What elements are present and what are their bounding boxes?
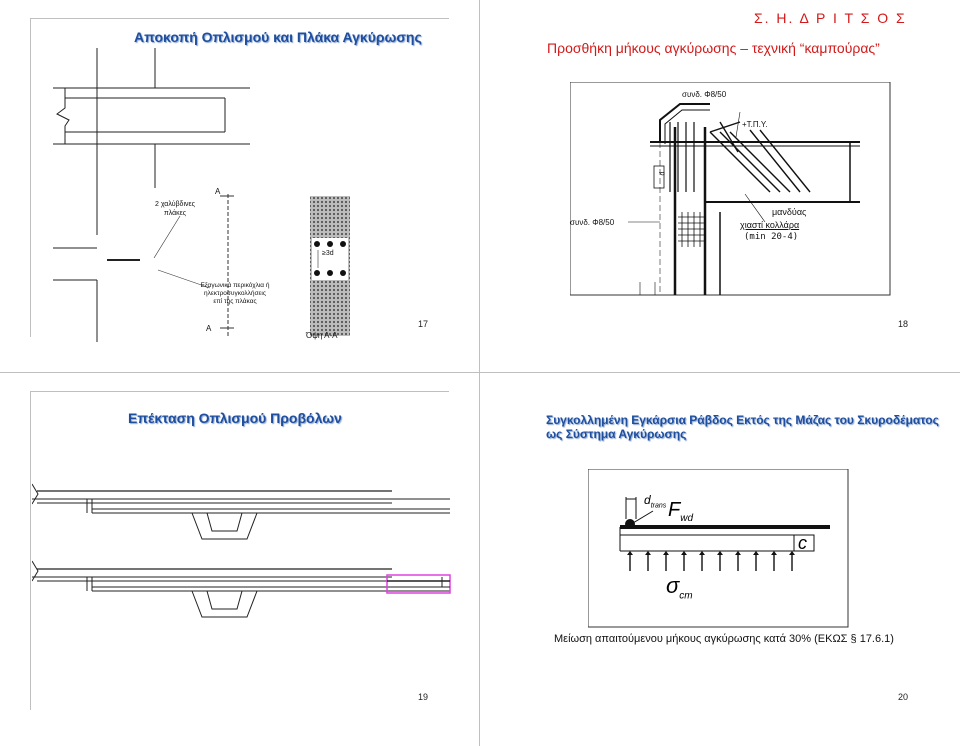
label-weld-line-1: Εξαγωνικά περικόχλια ή <box>200 282 270 289</box>
label-d-trans-d: d <box>644 493 651 507</box>
label-section-a-top: A <box>215 187 221 196</box>
label-f: F <box>668 499 681 521</box>
anchor-plate-detail <box>140 188 398 344</box>
hump-technique-drawing <box>570 82 891 296</box>
page-number-20: 20 <box>898 692 909 702</box>
label-d: d <box>659 171 667 176</box>
label-sleeves: μανδύας <box>772 207 807 217</box>
slide-20-caption: Μείωση απαιτούμενου μήκους αγκύρωσης κατ… <box>554 633 894 645</box>
label-weld-line-2: ηλεκτροσυγκολλήσεις <box>204 290 266 297</box>
label-sigma-cm: σcm <box>666 573 693 601</box>
slide-17: Αποκοπή Οπλισμού και Πλάκα Αγκύρωσης <box>0 0 480 373</box>
label-plates: 2 χαλύβδινες πλάκες <box>154 201 195 217</box>
label-stirrup-left: συνδ. Φ8/50 <box>570 218 615 227</box>
slide-20-title: Συγκολλημένη Εγκάρσια Ράβδος Εκτός της Μ… <box>546 413 939 441</box>
label-tpy: +Τ.Π.Υ. <box>742 120 768 129</box>
slide-18-title: Προσθήκη μήκους αγκύρωσης – τεχνική “καμ… <box>547 40 880 56</box>
slide-20: Συγκολλημένη Εγκάρσια Ράβδος Εκτός της Μ… <box>480 373 960 746</box>
label-c: c <box>798 533 807 553</box>
label-stirrup-top: συνδ. Φ8/50 <box>682 90 727 99</box>
label-f-wd: Fwd <box>668 499 693 524</box>
label-min-3d: ≥3d <box>322 250 334 257</box>
author-name: Σ. Η. Δ Ρ Ι Τ Σ Ο Σ <box>754 10 907 26</box>
label-d-trans-sub: trans <box>650 502 667 510</box>
label-sigma: σ <box>666 573 680 598</box>
welded-transverse-bar-drawing <box>588 469 849 628</box>
label-view-aa: Όψη Α-Α <box>306 331 338 340</box>
page-number-19: 19 <box>418 692 429 702</box>
vertical-divider <box>479 0 480 746</box>
slide-17-title: Αποκοπή Οπλισμού και Πλάκα Αγκύρωσης <box>134 29 422 45</box>
label-cross-collar: χιαστί κολλάρα <box>740 220 800 230</box>
slide-20-title-line-2: ως Σύστημα Αγκύρωσης <box>546 427 687 441</box>
label-weld-note: Εξαγωνικά περικόχλια ή ηλεκτροσυγκολλήσε… <box>180 282 290 306</box>
page-number-17: 17 <box>418 319 429 329</box>
label-weld-line-3: επί της πλάκας <box>213 298 257 305</box>
slide-20-title-line-1: Συγκολλημένη Εγκάρσια Ράβδος Εκτός της Μ… <box>546 413 939 427</box>
label-f-sub: wd <box>680 513 694 524</box>
slide-19: Επέκταση Οπλισμού Προβόλων 19 <box>0 373 480 746</box>
cantilever-extension-drawing <box>32 469 451 633</box>
label-sigma-sub: cm <box>679 590 693 602</box>
horizontal-divider <box>0 372 960 373</box>
slide-19-title: Επέκταση Οπλισμού Προβόλων <box>128 410 342 426</box>
label-d-trans: dtrans <box>644 493 666 509</box>
label-section-a-bottom: A <box>206 324 212 333</box>
page-number-18: 18 <box>898 319 909 329</box>
label-min: (min 20-4) <box>744 232 799 242</box>
slide-18: Σ. Η. Δ Ρ Ι Τ Σ Ο Σ Προσθήκη μήκους αγκύ… <box>480 0 960 373</box>
